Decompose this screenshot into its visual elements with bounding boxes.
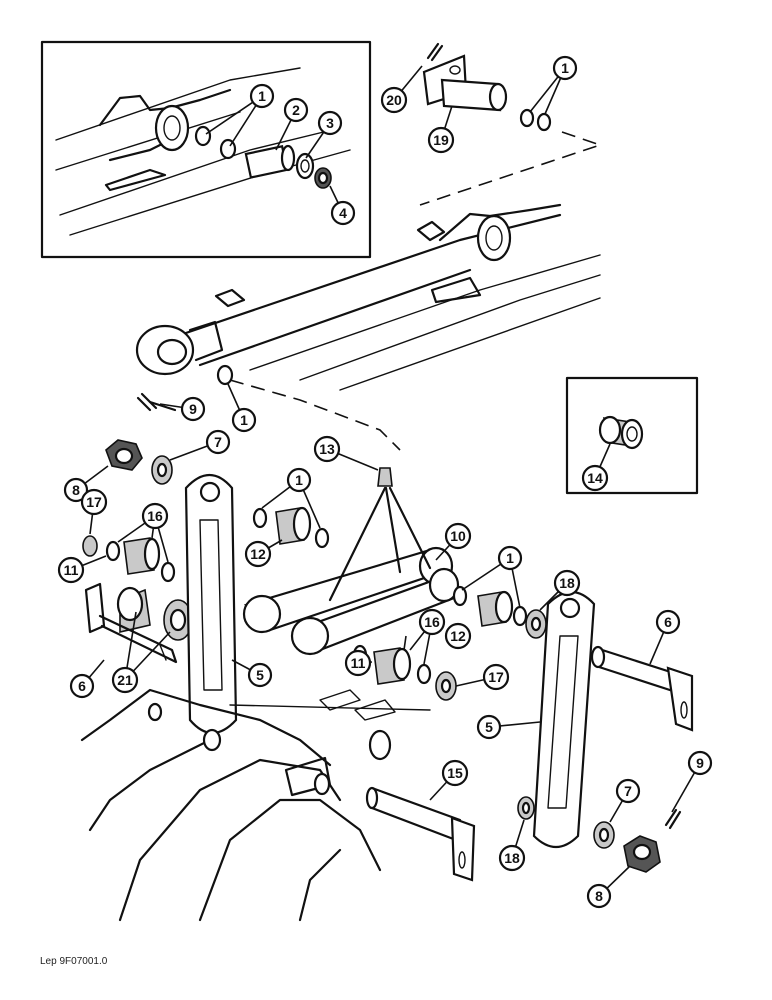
svg-text:12: 12	[450, 628, 466, 644]
lower-frame	[80, 688, 476, 922]
callout-19: 19	[427, 126, 455, 154]
callout-16-right: 16	[418, 608, 446, 636]
svg-text:1: 1	[561, 60, 569, 76]
svg-text:13: 13	[319, 441, 335, 457]
inset-boom-end-detail	[40, 40, 372, 259]
callout-2: 2	[283, 97, 309, 123]
svg-text:9: 9	[696, 755, 704, 771]
callout-18-bottom: 18	[498, 844, 526, 872]
inset-bushing-detail	[565, 376, 699, 495]
svg-text:1: 1	[240, 412, 248, 428]
callout-17-right: 17	[482, 663, 510, 691]
svg-text:4: 4	[339, 205, 347, 221]
left-hardware	[82, 392, 193, 664]
svg-text:11: 11	[351, 655, 366, 671]
callout-20: 20	[380, 86, 408, 114]
callout-1-center: 1	[286, 467, 312, 493]
link-5-right	[532, 590, 596, 849]
pin-19-assembly	[422, 42, 552, 132]
callout-4: 4	[330, 200, 356, 226]
callout-21: 21	[111, 666, 139, 694]
svg-text:18: 18	[504, 850, 520, 866]
svg-text:11: 11	[64, 562, 79, 578]
svg-text:2: 2	[292, 102, 300, 118]
svg-text:3: 3	[326, 115, 334, 131]
svg-text:8: 8	[595, 888, 603, 904]
callout-11-right: 11	[344, 649, 372, 677]
callout-12-right: 12	[444, 622, 472, 650]
callout-9-left: 9	[180, 396, 206, 422]
svg-text:10: 10	[450, 528, 466, 544]
svg-text:16: 16	[424, 614, 440, 630]
callout-3: 3	[317, 110, 343, 136]
callout-9-right: 9	[687, 750, 713, 776]
svg-text:5: 5	[256, 667, 264, 683]
callout-17-left: 17	[80, 488, 108, 516]
callout-18-top: 18	[553, 569, 581, 597]
callout-6-right: 6	[655, 609, 681, 635]
callout-7-left: 7	[205, 429, 231, 455]
callout-11-left: 11	[57, 556, 85, 584]
svg-text:16: 16	[147, 508, 163, 524]
callout-12-center: 12	[244, 540, 272, 568]
svg-text:9: 9	[189, 401, 197, 417]
svg-text:20: 20	[386, 92, 402, 108]
svg-text:18: 18	[559, 575, 575, 591]
callout-5-left: 5	[247, 662, 273, 688]
svg-text:21: 21	[117, 672, 133, 688]
svg-text:1: 1	[258, 88, 266, 104]
callout-8-right: 8	[586, 883, 612, 909]
right-bottom-hardware	[517, 796, 682, 873]
callout-1-inset: 1	[249, 83, 275, 109]
svg-text:1: 1	[295, 472, 303, 488]
callout-5-right: 5	[476, 714, 502, 740]
callout-1-right: 1	[497, 545, 523, 571]
svg-text:17: 17	[488, 669, 504, 685]
svg-text:6: 6	[78, 678, 86, 694]
callout-7-right: 7	[615, 778, 641, 804]
svg-text:5: 5	[485, 719, 493, 735]
center-links-10	[242, 467, 460, 656]
svg-text:17: 17	[86, 494, 102, 510]
right-bushings	[352, 585, 547, 701]
callout-1-top-right: 1	[552, 55, 578, 81]
svg-text:8: 8	[72, 482, 80, 498]
svg-text:7: 7	[624, 783, 632, 799]
loader-boom	[135, 203, 601, 391]
svg-text:1: 1	[506, 550, 514, 566]
callout-10: 10	[444, 522, 472, 550]
callout-8-left: 8	[63, 477, 89, 503]
callout-13: 13	[313, 435, 341, 463]
svg-text:14: 14	[587, 470, 603, 486]
callout-16-left: 16	[141, 502, 169, 530]
reference-code: Lep 9F07001.0	[40, 956, 108, 967]
callout-14: 14	[581, 464, 609, 492]
callout-6-left: 6	[69, 673, 95, 699]
svg-text:6: 6	[664, 614, 672, 630]
svg-text:12: 12	[250, 546, 266, 562]
callout-15: 15	[441, 759, 469, 787]
svg-text:19: 19	[433, 132, 449, 148]
svg-text:15: 15	[447, 765, 463, 781]
callout-1-boom: 1	[231, 407, 257, 433]
pin-6-right	[590, 645, 694, 732]
link-5-left	[184, 473, 238, 735]
svg-text:7: 7	[214, 434, 222, 450]
